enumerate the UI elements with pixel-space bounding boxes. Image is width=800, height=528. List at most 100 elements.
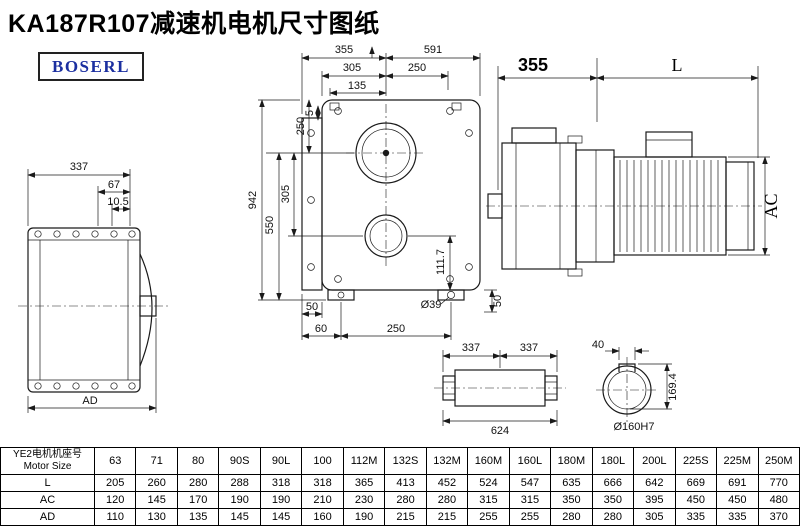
dim-left-ad: AD [82,395,97,407]
dim-front-dia39: Ø39 [421,299,442,311]
table-row-label-AC: AC [0,491,95,509]
gearmotor-side-view [486,127,762,277]
dim-left-67: 67 [108,179,120,191]
table-cell: 145 [218,508,261,526]
table-cell: 395 [633,491,676,509]
dim-front-942: 942 [247,191,259,209]
dim-front-50-left: 50 [306,301,318,313]
table-row-label-AD: AD [0,508,95,526]
dim-left-10-5: 10.5 [107,196,128,208]
dim-bore-169-4: 169.4 [667,373,679,401]
table-cell: 365 [342,474,386,492]
brand-logo-text: BOSERL [52,56,130,76]
left-view-housing-outline [27,227,141,393]
table-cell: 110 [93,508,137,526]
table-size-col-200L: 200L [633,447,676,475]
table-size-col-250M: 250M [757,447,800,475]
gearmotor-side-view-dims: 355 L AC [497,55,781,256]
table-cell: 260 [135,474,178,492]
table-cell: 547 [508,474,552,492]
table-cell: 255 [467,508,510,526]
dim-front-550: 550 [264,216,276,234]
table-cell: 135 [176,508,220,526]
table-cell: 280 [591,508,635,526]
input-bore-circle [364,214,408,258]
table-cell: 666 [591,474,635,492]
table-size-col-132S: 132S [384,447,427,475]
table-cell: 215 [384,508,427,526]
dim-front-5: 5 [304,110,316,116]
table-cell: 669 [674,474,718,492]
table-cell: 190 [218,491,261,509]
dim-bore-160h7: Ø160H7 [614,421,655,433]
dim-shaft-624: 624 [491,425,509,437]
table-cell: 335 [716,508,759,526]
dim-front-591: 591 [424,44,442,56]
hollow-shaft-bore-dims: 40 169.4 Ø160H7 [592,339,679,433]
table-cell: 413 [384,474,427,492]
table-cell: 315 [508,491,552,509]
table-cell: 770 [757,474,800,492]
table-cell: 350 [550,491,593,509]
dim-front-250v: 250 [295,117,307,135]
table-size-col-132M: 132M [425,447,469,475]
table-size-col-71: 71 [135,447,178,475]
table-cell: 205 [93,474,137,492]
dim-shaft-337-left: 337 [462,342,480,354]
table-size-col-63: 63 [93,447,137,475]
dim-front-60: 60 [315,323,327,335]
table-size-col-180M: 180M [550,447,593,475]
technical-drawing: 337 67 10.5 AD [18,44,781,437]
table-cell: 210 [301,491,344,509]
table-size-col-90L: 90L [259,447,303,475]
hollow-shaft-bore-view [596,357,658,423]
table-cell: 145 [135,491,178,509]
dim-front-305v: 305 [280,185,292,203]
dim-front-111-7: 111.7 [435,249,447,275]
table-cell: 480 [757,491,800,509]
dim-sideview-355: 355 [518,55,548,75]
front-view-flange [301,117,323,291]
dim-front-135: 135 [348,80,366,92]
brand-logo: BOSERL [38,52,144,81]
table-size-col-100: 100 [301,447,344,475]
table-cell: 130 [135,508,178,526]
dim-front-250: 250 [408,62,426,74]
table-cell: 635 [550,474,593,492]
dim-left-337: 337 [70,161,88,173]
table-cell: 335 [674,508,718,526]
page-title: KA187R107减速机电机尺寸图纸 [8,10,380,38]
dim-front-250b: 250 [387,323,405,335]
table-cell: 215 [425,508,469,526]
dim-front-50-right: 50 [492,295,504,307]
table-cell: 450 [716,491,759,509]
table-cell: 450 [674,491,718,509]
dim-shaft-337-right: 337 [520,342,538,354]
table-cell: 280 [176,474,220,492]
table-cell: 145 [259,508,303,526]
table-size-col-80: 80 [176,447,220,475]
table-size-col-225S: 225S [674,447,718,475]
table-cell: 305 [633,508,676,526]
table-size-col-225M: 225M [716,447,759,475]
table-cell: 120 [93,491,137,509]
terminal-box [645,131,693,158]
table-size-col-160L: 160L [508,447,552,475]
table-cell: 230 [342,491,386,509]
table-cell: 452 [425,474,469,492]
output-shaft-view [434,369,566,407]
dim-bore-40: 40 [592,339,604,351]
table-cell: 160 [301,508,344,526]
table-cell: 350 [591,491,635,509]
gear-unit-left-view-dims: 337 67 10.5 AD [27,161,157,413]
foot-hole-39 [447,291,455,299]
table-size-col-90S: 90S [218,447,261,475]
table-cell: 255 [508,508,552,526]
table-cell: 280 [425,491,469,509]
table-cell: 288 [218,474,261,492]
dim-front-305: 305 [343,62,361,74]
